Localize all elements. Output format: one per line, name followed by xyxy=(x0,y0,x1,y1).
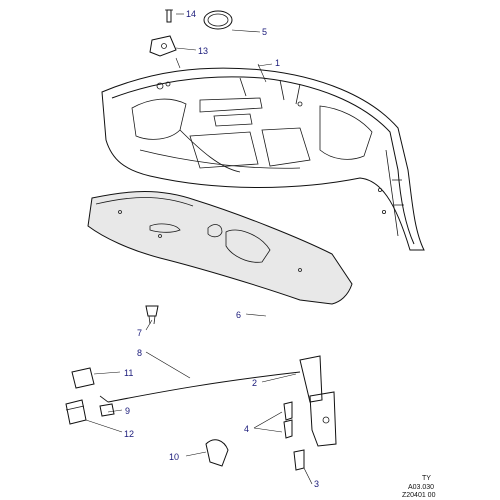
latch xyxy=(309,391,337,447)
lock-actuator xyxy=(205,439,229,467)
retainer-clip xyxy=(145,305,159,325)
callout-7: 7 xyxy=(137,328,142,338)
callout-14: 14 xyxy=(186,9,196,19)
leader-lines xyxy=(85,13,313,485)
support-rod xyxy=(99,371,301,403)
reference-line-3: Z20401 00 xyxy=(402,492,436,499)
callout-3: 3 xyxy=(314,479,319,489)
rubber-buffer xyxy=(71,367,95,389)
reference-code: TY A03.030 Z20401 00 xyxy=(402,475,436,499)
insulation-pad xyxy=(87,191,353,305)
callout-labels: 1 2 3 4 5 6 7 8 9 10 11 12 13 14 xyxy=(124,9,319,489)
badge-bracket xyxy=(149,35,177,57)
callout-6: 6 xyxy=(236,310,241,320)
bump-stop xyxy=(65,399,87,425)
callout-13: 13 xyxy=(198,46,208,56)
reference-line-1: TY xyxy=(422,475,431,482)
callout-9: 9 xyxy=(125,406,130,416)
callout-10: 10 xyxy=(169,452,179,462)
callout-11: 11 xyxy=(124,368,133,378)
trunk-lid xyxy=(101,67,425,251)
callout-1: 1 xyxy=(275,58,280,68)
bolts xyxy=(283,401,305,471)
reference-line-2: A03.030 xyxy=(408,484,434,491)
bracket-screw xyxy=(165,9,173,23)
callout-5: 5 xyxy=(262,27,267,37)
callout-4: 4 xyxy=(244,424,249,434)
callout-12: 12 xyxy=(124,429,134,439)
callout-8: 8 xyxy=(137,348,142,358)
rod-clip xyxy=(99,403,115,417)
ford-badge xyxy=(203,10,233,30)
callout-2: 2 xyxy=(252,378,257,388)
hinge xyxy=(299,355,323,403)
